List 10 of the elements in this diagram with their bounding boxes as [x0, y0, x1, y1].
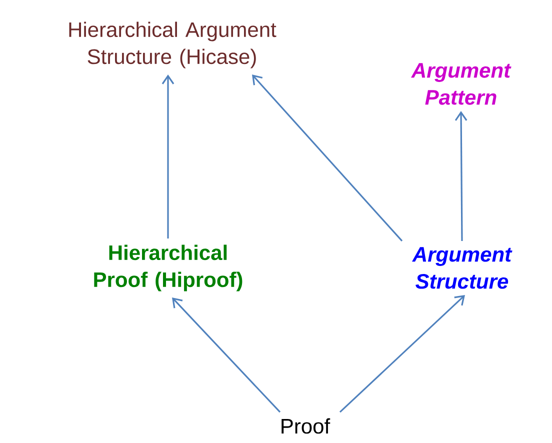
node-label: Hierarchical Proof (Hiproof)	[94, 244, 242, 292]
arrow	[252, 74, 403, 242]
node-label: Hierarchical Argument Structure (Hicase)	[69, 22, 276, 68]
arrow	[339, 295, 465, 413]
arrow	[172, 297, 281, 413]
node-label: Argument Structure	[412, 247, 512, 289]
node-label: Argument Pattern	[411, 63, 512, 105]
node-label: Proof	[282, 418, 330, 434]
arrow	[454, 111, 468, 241]
arrow	[162, 74, 174, 238]
